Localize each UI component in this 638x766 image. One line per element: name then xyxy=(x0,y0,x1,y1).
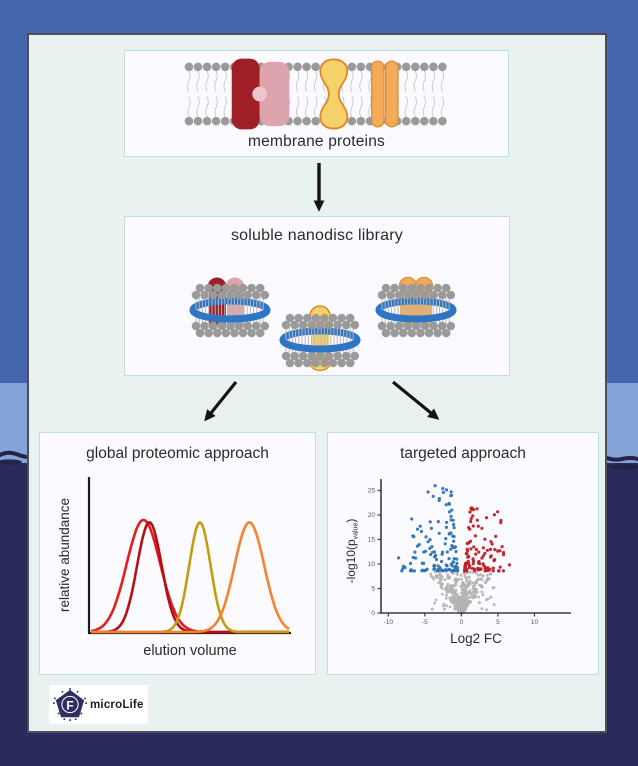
svg-text:10: 10 xyxy=(368,561,376,568)
nanodisc-orange-protein xyxy=(375,276,457,338)
svg-text:5: 5 xyxy=(496,619,500,626)
svg-text:20: 20 xyxy=(368,512,376,519)
targeted-approach-box: targeted approach -10 -5 0 5 10 0 5 10 15 20 25 -l… xyxy=(327,432,599,675)
svg-text:0: 0 xyxy=(371,610,375,617)
microlife-logo-icon: F xyxy=(53,687,87,721)
svg-text:5: 5 xyxy=(371,586,375,593)
targeted-approach-title: targeted approach xyxy=(400,445,526,462)
nanodisc-library-box: soluble nanodisc library xyxy=(124,216,510,376)
volcano-points xyxy=(397,484,511,615)
membrane-proteins-box: membrane proteins xyxy=(124,50,509,157)
svg-text:15: 15 xyxy=(368,537,376,544)
microlife-logo: F microLife xyxy=(49,685,148,724)
logo-letter: F xyxy=(66,698,74,712)
membrane-protein-yellow-hourglass xyxy=(319,58,349,130)
figure-panel: membrane proteins soluble nanodisc libra… xyxy=(27,33,607,733)
svg-text:10: 10 xyxy=(531,619,539,626)
svg-text:0: 0 xyxy=(460,619,464,626)
global-approach-box: global proteomic approach relative abund… xyxy=(39,432,316,675)
lipid-bilayer xyxy=(184,62,447,126)
volcano-axis-ticks: -10 -5 0 5 10 0 5 10 15 20 25 xyxy=(368,488,539,626)
volcano-x-axis-label: Log2 FC xyxy=(450,631,502,646)
membrane-box-label: membrane proteins xyxy=(248,133,385,150)
nanodisc-red-pink-protein xyxy=(189,277,271,338)
volcano-y-axis-label: -log10(pvalue) xyxy=(344,519,360,584)
arrow-nanodisc-to-targeted xyxy=(391,380,440,420)
nanodisc-box-label: soluble nanodisc library xyxy=(230,227,403,244)
elution-curves xyxy=(90,518,290,634)
arrow-nanodisc-to-global xyxy=(204,380,238,422)
nanodisc-yellow-protein xyxy=(279,305,361,372)
membrane-protein-pink xyxy=(252,61,290,127)
volcano-plot: -10 -5 0 5 10 0 5 10 15 20 25 -log10(pvalue) Log2 … xyxy=(344,479,571,646)
global-approach-title: global proteomic approach xyxy=(86,445,269,462)
elution-profile-chart: relative abundance elution volume xyxy=(57,477,291,659)
elution-y-axis-label: relative abundance xyxy=(57,498,72,612)
svg-text:25: 25 xyxy=(368,488,376,495)
elution-x-axis-label: elution volume xyxy=(143,643,237,659)
logo-text: microLife xyxy=(90,698,144,711)
svg-text:-10: -10 xyxy=(384,619,394,626)
membrane-illustration xyxy=(184,58,447,130)
membrane-protein-red xyxy=(231,58,260,130)
svg-text:-5: -5 xyxy=(422,619,428,626)
membrane-protein-orange-pair xyxy=(371,60,399,128)
